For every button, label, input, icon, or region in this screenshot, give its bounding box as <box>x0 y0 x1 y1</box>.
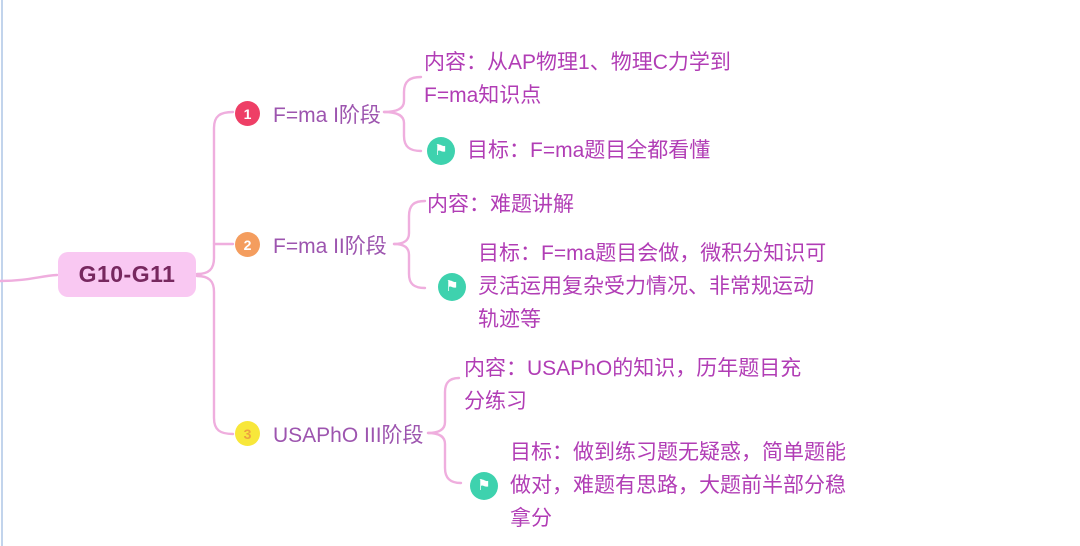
branch-1-content-node[interactable]: 内容：从AP物理1、物理C力学到 F=ma知识点 <box>424 46 731 112</box>
branch-3-goal-line: 目标：做到练习题无疑惑，简单题能 <box>510 441 846 464</box>
window-edge-line <box>1 0 3 546</box>
flag-icon: ⚑ <box>427 136 455 165</box>
connector-branch-1-to-content <box>382 75 423 114</box>
branch-3-content-line: 分练习 <box>464 390 527 413</box>
branch-3-content-line: 内容：USAPhO的知识，历年题目充 <box>464 357 802 380</box>
branch-2-goal-line: 灵活运用复杂受力情况、非常规运动 <box>478 275 814 298</box>
flag-icon: ⚑ <box>470 471 498 500</box>
branch-node-3[interactable]: 3 USAPhO III阶段 <box>235 420 424 447</box>
connector-offscreen-to-root <box>0 273 59 283</box>
branch-1-goal-node[interactable]: ⚑ 目标：F=ma题目全都看懂 <box>427 134 710 167</box>
branch-1-content-line: F=ma知识点 <box>424 84 542 107</box>
number-1-badge-icon: 1 <box>235 101 260 126</box>
branch-1-content-line: 内容：从AP物理1、物理C力学到 <box>424 51 731 74</box>
connector-branch-3-to-content <box>426 376 461 435</box>
branch-2-goal-node[interactable]: ⚑ 目标：F=ma题目会做，微积分知识可 灵活运用复杂受力情况、非常规运动 轨迹… <box>438 237 826 336</box>
connector-branch-2-to-goal <box>392 242 427 290</box>
branch-3-goal-line: 做对，难题有思路，大题前半部分稳 <box>510 474 846 497</box>
root-node[interactable]: G10-G11 <box>58 252 196 297</box>
connector-root-to-branch-3 <box>195 274 235 436</box>
branch-2-goal-line: 目标：F=ma题目会做，微积分知识可 <box>478 242 827 265</box>
branch-2-label: F=ma II阶段 <box>273 234 387 258</box>
root-node-label: G10-G11 <box>78 261 176 287</box>
branch-1-goal-line: 目标：F=ma题目全都看懂 <box>467 139 711 162</box>
branch-node-1[interactable]: 1 F=ma I阶段 <box>235 100 381 127</box>
branch-3-label: USAPhO III阶段 <box>273 423 424 447</box>
number-2-badge-icon: 2 <box>235 232 260 257</box>
branch-1-label: F=ma I阶段 <box>273 103 381 127</box>
branch-node-2[interactable]: 2 F=ma II阶段 <box>235 231 387 258</box>
connector-branch-2-to-content <box>392 199 427 246</box>
branch-2-content-line: 内容：难题讲解 <box>427 193 574 216</box>
branch-3-goal-line: 拿分 <box>510 507 552 530</box>
connector-branch-3-to-goal <box>426 431 463 485</box>
connector-root-to-branch-1 <box>195 110 235 276</box>
flag-icon: ⚑ <box>438 272 466 301</box>
branch-3-content-node[interactable]: 内容：USAPhO的知识，历年题目充 分练习 <box>464 352 801 418</box>
branch-3-goal-node[interactable]: ⚑ 目标：做到练习题无疑惑，简单题能 做对，难题有思路，大题前半部分稳 拿分 <box>470 436 846 535</box>
branch-2-content-node[interactable]: 内容：难题讲解 <box>427 188 574 221</box>
number-3-badge-icon: 3 <box>235 421 260 446</box>
connector-branch-1-to-goal <box>382 110 423 153</box>
branch-2-goal-line: 轨迹等 <box>478 308 541 331</box>
